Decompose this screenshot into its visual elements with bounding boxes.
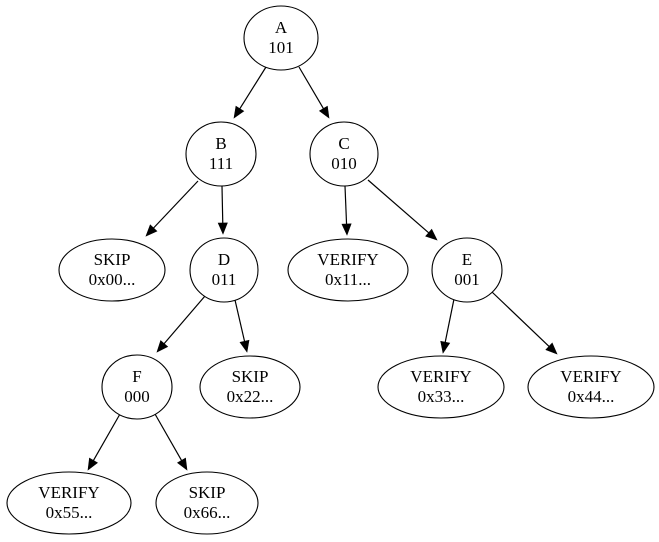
node-ellipse-shape[interactable]	[6, 471, 132, 535]
node-circle-shape[interactable]	[101, 354, 173, 420]
edge-f-to-s6	[154, 413, 188, 471]
edge-line	[298, 66, 324, 109]
edge-line	[92, 413, 121, 461]
node-s0[interactable]: SKIP0x00...	[58, 238, 166, 302]
arrowhead-icon	[145, 224, 158, 237]
arrowhead-icon	[440, 340, 451, 354]
edge-line	[163, 295, 206, 345]
node-circle-shape[interactable]	[309, 121, 379, 187]
edge-f-to-v5	[87, 413, 121, 471]
edge-d-to-s2	[234, 299, 250, 353]
edge-line	[221, 185, 224, 224]
node-v4[interactable]: VERIFY0x44...	[527, 355, 655, 419]
edge-line	[153, 180, 199, 229]
arrowhead-icon	[239, 339, 250, 353]
edge-c-to-v1	[341, 185, 352, 236]
arrowhead-icon	[545, 342, 558, 355]
node-ellipse-shape[interactable]	[287, 238, 409, 302]
edge-line	[239, 66, 267, 110]
edge-line	[367, 179, 430, 234]
node-circle-shape[interactable]	[185, 121, 257, 187]
edge-line	[234, 299, 246, 342]
arrowhead-icon	[217, 222, 228, 235]
node-circle-shape[interactable]	[189, 237, 259, 303]
arrowhead-icon	[425, 228, 438, 241]
node-s6[interactable]: SKIP0x66...	[155, 471, 259, 535]
node-s2[interactable]: SKIP0x22...	[199, 355, 301, 419]
node-v1[interactable]: VERIFY0x11...	[287, 238, 409, 302]
arrowhead-icon	[341, 223, 352, 236]
node-circle-shape[interactable]	[243, 5, 319, 71]
arrowhead-icon	[177, 457, 188, 471]
edge-c-to-e	[367, 179, 438, 241]
edge-line	[491, 291, 550, 347]
edge-line	[444, 298, 455, 343]
edge-b-to-s0	[145, 180, 199, 237]
edge-d-to-f	[156, 295, 206, 353]
arrowhead-icon	[233, 105, 245, 119]
edge-a-to-b	[233, 66, 267, 119]
edge-b-to-d	[217, 185, 228, 235]
node-v5[interactable]: VERIFY0x55...	[6, 471, 132, 535]
node-ellipse-shape[interactable]	[527, 355, 655, 419]
edge-a-to-c	[298, 66, 330, 119]
edges-layer	[87, 66, 558, 471]
edge-line	[344, 185, 348, 225]
node-ellipse-shape[interactable]	[155, 471, 259, 535]
node-v3[interactable]: VERIFY0x33...	[377, 355, 505, 419]
arrowhead-icon	[156, 340, 169, 353]
node-ellipse-shape[interactable]	[199, 355, 301, 419]
node-circle-shape[interactable]	[431, 237, 503, 303]
node-ellipse-shape[interactable]	[377, 355, 505, 419]
edge-line	[154, 413, 183, 461]
edge-e-to-v4	[491, 291, 558, 355]
arrowhead-icon	[87, 457, 98, 471]
arrowhead-icon	[318, 105, 330, 119]
edge-e-to-v3	[440, 298, 455, 354]
node-ellipse-shape[interactable]	[58, 238, 166, 302]
